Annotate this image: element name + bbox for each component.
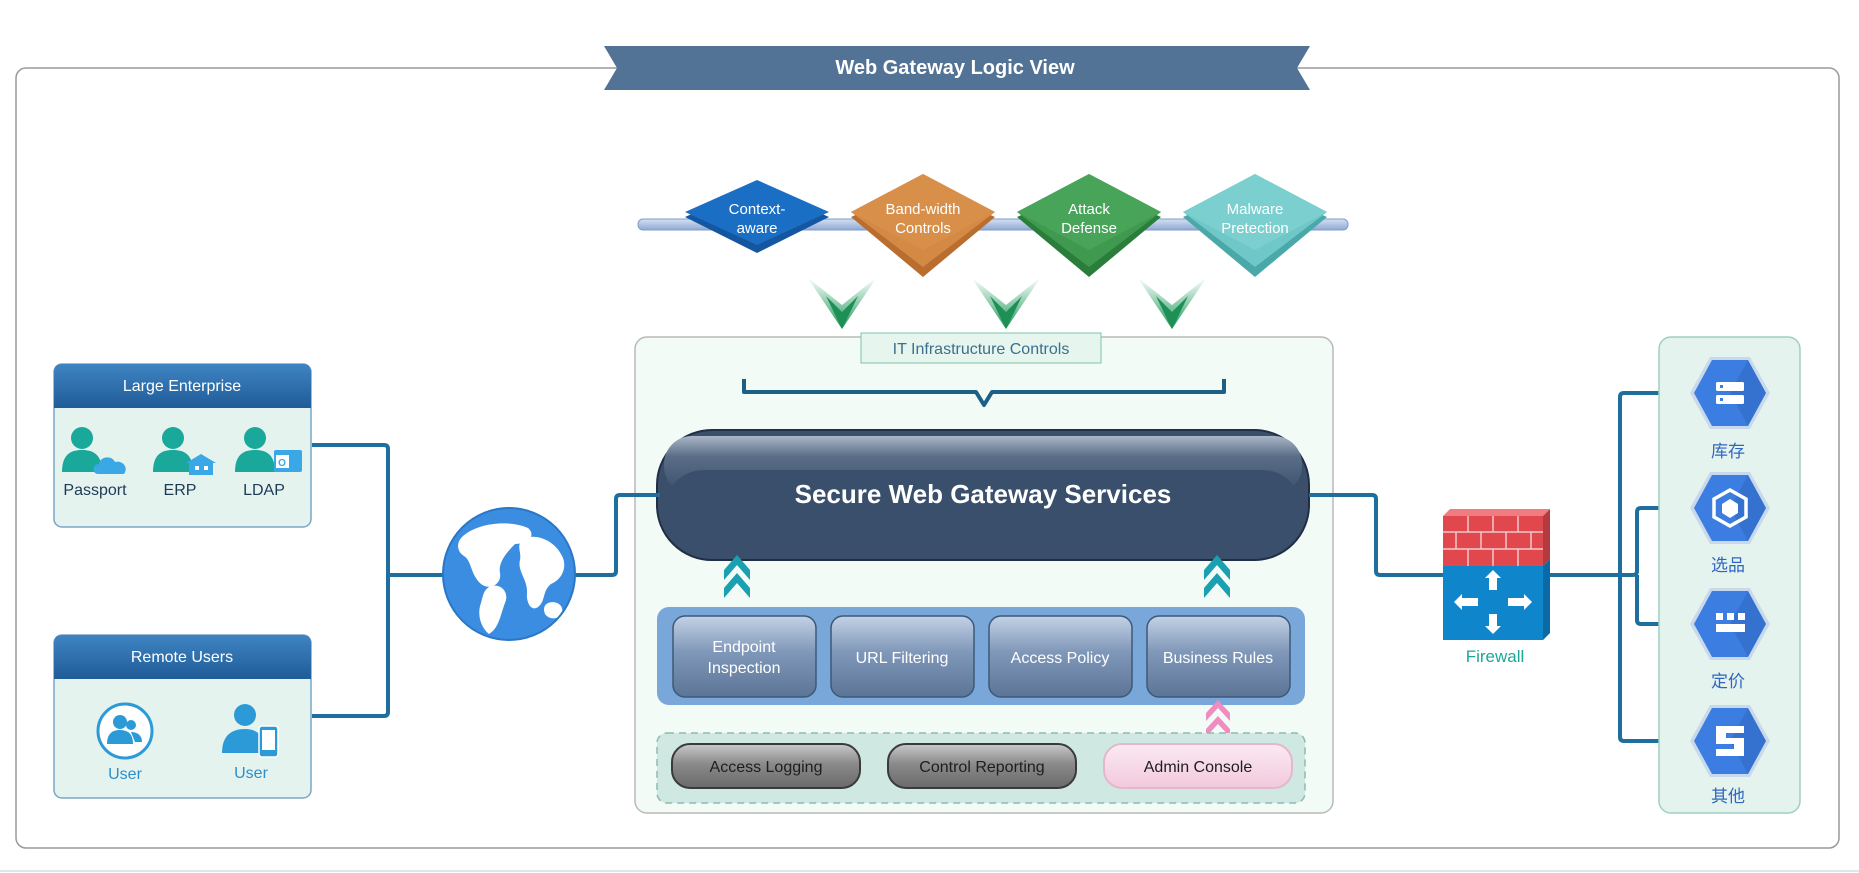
user-mail-icon: O bbox=[235, 427, 302, 472]
tool-control-reporting[interactable]: Control Reporting bbox=[887, 743, 1077, 789]
right-item-label: 定价 bbox=[1711, 672, 1745, 691]
down-arrow-icon bbox=[807, 277, 877, 329]
down-arrow-icon bbox=[971, 277, 1041, 329]
service-label-line2: Inspection bbox=[708, 660, 781, 677]
large-enterprise-header: Large Enterprise bbox=[123, 378, 241, 395]
service-label-line1: URL Filtering bbox=[856, 650, 949, 667]
service-endpoint-inspection[interactable]: Endpoint Inspection bbox=[672, 615, 817, 698]
large-enterprise-card: Large Enterprise Passport ERP O LDAP bbox=[53, 363, 312, 528]
user-circle-icon bbox=[96, 702, 154, 760]
remote-user-label: User bbox=[234, 765, 268, 782]
enterprise-item-ldap: LDAP bbox=[243, 482, 285, 499]
other-icon[interactable] bbox=[1690, 705, 1770, 777]
right-item-label: 库存 bbox=[1711, 442, 1745, 461]
remote-users-card: Remote Users User User bbox=[53, 634, 312, 799]
page-title: Web Gateway Logic View bbox=[835, 57, 1075, 79]
connector-lines-left bbox=[312, 443, 660, 718]
tool-admin-console[interactable]: Admin Console bbox=[1103, 743, 1293, 789]
service-label-line1: Endpoint bbox=[712, 639, 776, 656]
infra-label-text: IT Infrastructure Controls bbox=[893, 341, 1070, 358]
connector-lines-right bbox=[1309, 391, 1690, 743]
service-label-line1: Access Policy bbox=[1011, 650, 1110, 667]
globe-icon bbox=[442, 507, 576, 641]
control-label-line1: Band-width bbox=[885, 201, 960, 218]
down-arrow-icon bbox=[1137, 277, 1207, 329]
control-context-aware[interactable]: Context- aware bbox=[685, 180, 829, 253]
enterprise-item-passport: Passport bbox=[63, 482, 127, 499]
pricing-icon[interactable] bbox=[1690, 588, 1770, 660]
right-item-label: 其他 bbox=[1711, 787, 1745, 806]
remote-user-label: User bbox=[108, 766, 142, 783]
service-access-policy[interactable]: Access Policy bbox=[988, 615, 1133, 698]
control-label-line1: Context- bbox=[729, 201, 786, 218]
user-mobile-icon bbox=[222, 704, 279, 758]
user-cloud-icon bbox=[62, 427, 126, 474]
service-label-line1: Business Rules bbox=[1163, 650, 1273, 667]
tool-label: Access Logging bbox=[710, 759, 823, 776]
up-chevron-icon bbox=[1204, 555, 1230, 598]
tool-label: Control Reporting bbox=[919, 759, 1044, 776]
secure-web-gateway-services[interactable]: Secure Web Gateway Services bbox=[656, 429, 1310, 561]
main-service-title: Secure Web Gateway Services bbox=[795, 479, 1172, 509]
control-attack-defense[interactable]: Attack Defense bbox=[1017, 174, 1161, 277]
up-chevron-icon bbox=[1206, 700, 1230, 737]
enterprise-item-erp: ERP bbox=[164, 482, 197, 499]
svg-text:O: O bbox=[278, 458, 286, 469]
tool-label: Admin Console bbox=[1144, 759, 1253, 776]
right-item-label: 选品 bbox=[1711, 556, 1745, 575]
user-store-icon bbox=[153, 427, 216, 475]
control-label-line2: Defense bbox=[1061, 220, 1117, 237]
service-url-filtering[interactable]: URL Filtering bbox=[830, 615, 975, 698]
control-label-line2: Pretection bbox=[1221, 220, 1289, 237]
control-malware-protection[interactable]: Malware Pretection bbox=[1183, 174, 1327, 277]
infra-controls-label: IT Infrastructure Controls bbox=[860, 332, 1102, 364]
remote-users-header: Remote Users bbox=[131, 649, 233, 666]
right-panel bbox=[1658, 336, 1801, 814]
inventory-icon[interactable] bbox=[1690, 357, 1770, 429]
control-label-line2: aware bbox=[737, 220, 778, 237]
service-business-rules[interactable]: Business Rules bbox=[1146, 615, 1291, 698]
control-label-line1: Malware bbox=[1227, 201, 1284, 218]
firewall-icon bbox=[1443, 509, 1550, 640]
tool-access-logging[interactable]: Access Logging bbox=[671, 743, 861, 789]
product-selection-icon[interactable] bbox=[1690, 472, 1770, 544]
control-bandwidth[interactable]: Band-width Controls bbox=[851, 174, 995, 277]
firewall-label: Firewall bbox=[1466, 647, 1525, 666]
title-banner: Web Gateway Logic View bbox=[604, 46, 1310, 90]
brace-connector bbox=[742, 379, 1226, 407]
services-container bbox=[657, 607, 1305, 705]
control-label-line1: Attack bbox=[1068, 201, 1110, 218]
up-chevron-icon bbox=[724, 555, 750, 598]
control-label-line2: Controls bbox=[895, 220, 951, 237]
